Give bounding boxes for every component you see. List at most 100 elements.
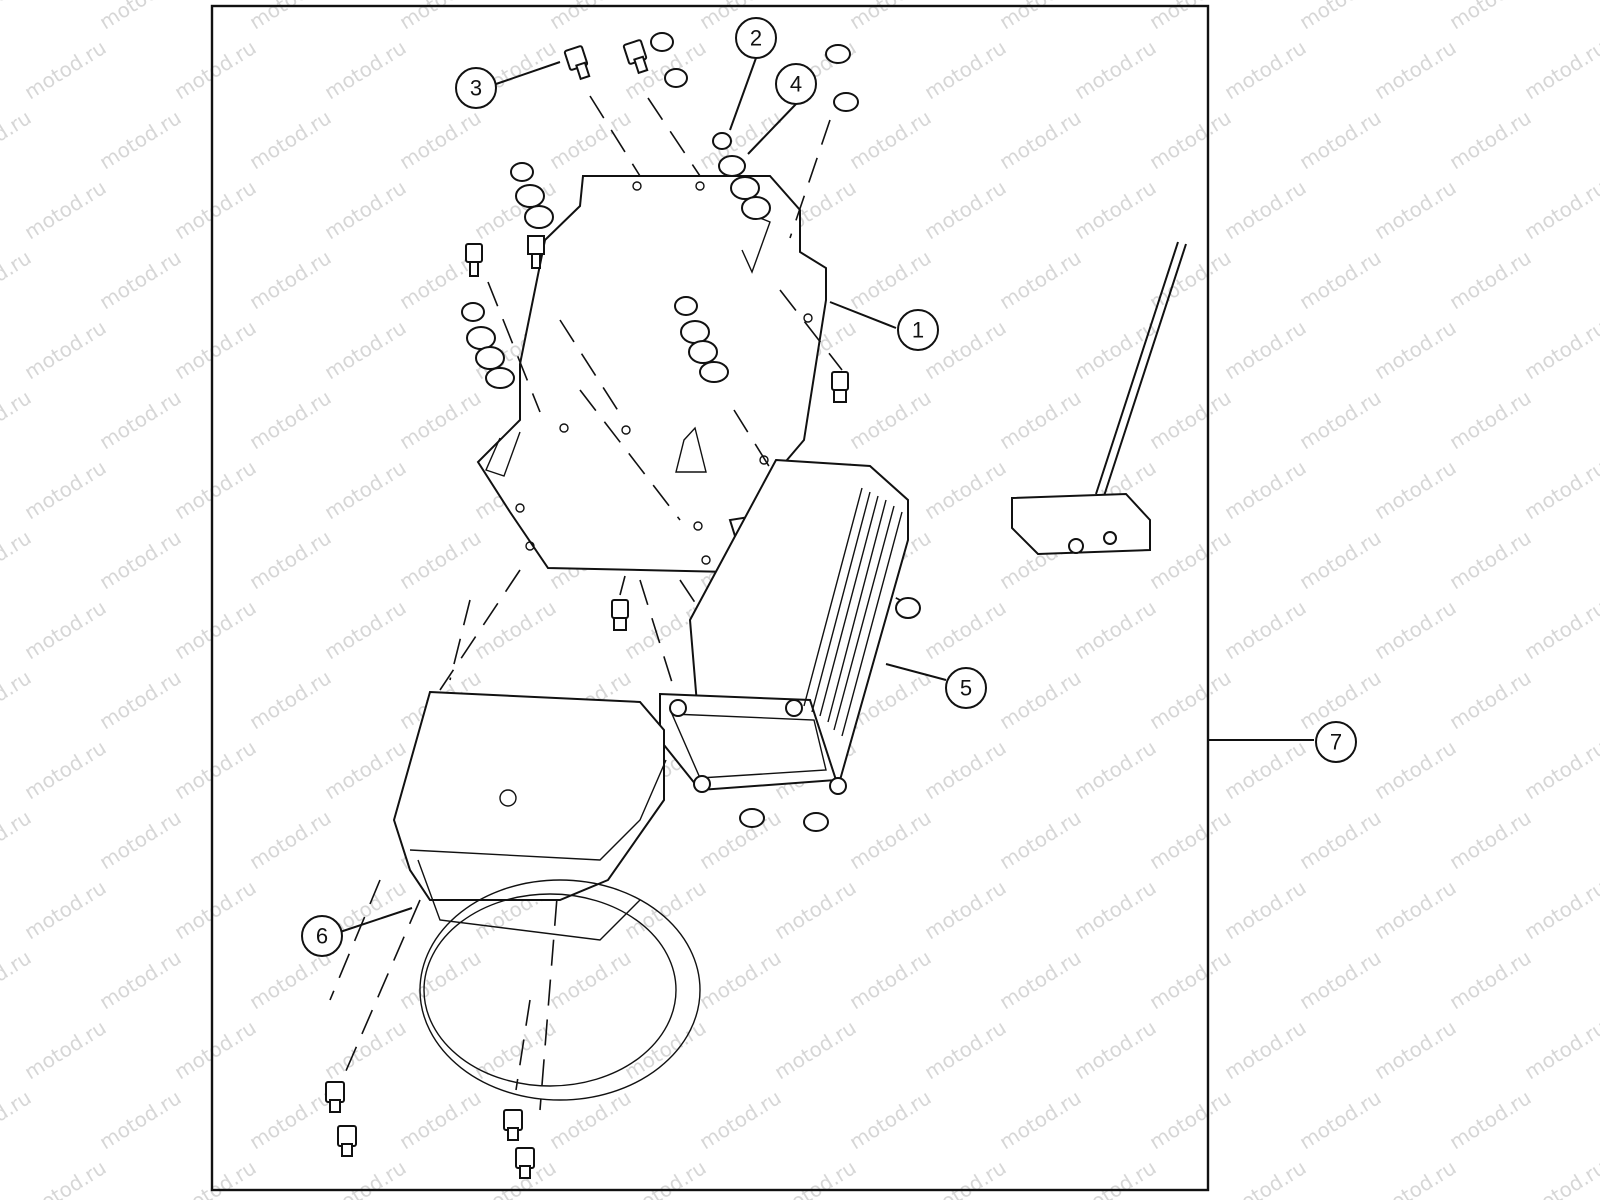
watermark-text: motod.ru xyxy=(1445,665,1536,734)
callout-3-label: 3 xyxy=(470,76,482,101)
watermark-text: motod.ru xyxy=(920,35,1011,104)
watermark-text: motod.ru xyxy=(995,105,1086,174)
watermark-text: motod.ru xyxy=(320,35,411,104)
watermark-text: motod.ru xyxy=(1520,1155,1600,1200)
sensor-probe xyxy=(1011,241,1187,556)
watermark-text: motod.ru xyxy=(0,1085,35,1154)
watermark-text: motod.ru xyxy=(0,385,35,454)
watermark-text: motod.ru xyxy=(320,175,411,244)
watermark-text: motod.ru xyxy=(845,385,936,454)
watermark-text: motod.ru xyxy=(170,315,261,384)
watermark-text: motod.ru xyxy=(995,245,1086,314)
watermark-text: motod.ru xyxy=(1070,1015,1161,1084)
watermark-text: motod.ru xyxy=(320,595,411,664)
watermark-text: motod.ru xyxy=(1145,1085,1236,1154)
watermark-text: motod.ru xyxy=(95,805,186,874)
watermark-text: motod.ru xyxy=(920,875,1011,944)
watermark-text: motod.ru xyxy=(1145,665,1236,734)
watermark-text: motod.ru xyxy=(0,945,35,1014)
watermark-text: motod.ru xyxy=(1220,455,1311,524)
watermark-text: motod.ru xyxy=(1295,105,1386,174)
watermark-text: motod.ru xyxy=(95,245,186,314)
watermark-text: motod.ru xyxy=(95,385,186,454)
watermark-text: motod.ru xyxy=(1070,1155,1161,1200)
callout-7: 7 xyxy=(1315,721,1357,763)
watermark-text: motod.ru xyxy=(1220,735,1311,804)
cover-shroud xyxy=(392,690,701,1101)
callout-2-label: 2 xyxy=(750,26,762,51)
callout-4: 4 xyxy=(775,63,817,105)
watermark-text: motod.ru xyxy=(620,1015,711,1084)
watermark-text: motod.ru xyxy=(245,1085,336,1154)
watermark-text: motod.ru xyxy=(1445,385,1536,454)
watermark-text: motod.ru xyxy=(95,665,186,734)
bottom-bolts xyxy=(325,1081,535,1179)
watermark-text: motod.ru xyxy=(1145,945,1236,1014)
watermark-text: motod.ru xyxy=(770,875,861,944)
fastener-stack-mid-right xyxy=(674,296,729,383)
watermark-text: motod.ru xyxy=(1070,35,1161,104)
watermark-text: motod.ru xyxy=(620,875,711,944)
watermark-text: motod.ru xyxy=(395,105,486,174)
watermark-text: motod.ru xyxy=(0,0,35,34)
watermark-text: motod.ru xyxy=(95,105,186,174)
watermark-text: motod.ru xyxy=(1445,525,1536,594)
watermark-text: motod.ru xyxy=(245,385,336,454)
watermark-text: motod.ru xyxy=(95,0,186,34)
watermark-text: motod.ru xyxy=(1520,875,1600,944)
assembly-frame xyxy=(210,4,1210,1192)
watermark-text: motod.ru xyxy=(1520,735,1600,804)
heatsink-fins xyxy=(803,487,903,737)
callout-6: 6 xyxy=(301,915,343,957)
watermark-text: motod.ru xyxy=(1520,595,1600,664)
watermark-text: motod.ru xyxy=(545,105,636,174)
watermark-text: motod.ru xyxy=(1145,805,1236,874)
watermark-text: motod.ru xyxy=(0,665,35,734)
callout-7-label: 7 xyxy=(1330,730,1342,755)
watermark-text: motod.ru xyxy=(1370,875,1461,944)
callout-4-label: 4 xyxy=(790,72,802,97)
watermark-text: motod.ru xyxy=(1445,945,1536,1014)
watermark-text: motod.ru xyxy=(770,1015,861,1084)
watermark-text: motod.ru xyxy=(995,665,1086,734)
watermark-text: motod.ru xyxy=(1145,525,1236,594)
watermark-text: motod.ru xyxy=(1295,1085,1386,1154)
fastener-stack-upper-left xyxy=(510,162,554,269)
watermark-text: motod.ru xyxy=(0,105,35,174)
watermark-text: motod.ru xyxy=(920,1015,1011,1084)
watermark-text: motod.ru xyxy=(1445,1085,1536,1154)
watermark-text: motod.ru xyxy=(995,805,1086,874)
watermark-text: motod.ru xyxy=(1220,595,1311,664)
callout-2: 2 xyxy=(735,17,777,59)
watermark-text: motod.ru xyxy=(1070,315,1161,384)
watermark-text: motod.ru xyxy=(170,455,261,524)
watermark-text: motod.ru xyxy=(20,1015,111,1084)
watermark-text: motod.ru xyxy=(1370,735,1461,804)
watermark-text: motod.ru xyxy=(1295,945,1386,1014)
watermark-text: motod.ru xyxy=(1520,1015,1600,1084)
watermark-text: motod.ru xyxy=(1370,175,1461,244)
watermark-text: motod.ru xyxy=(245,665,336,734)
watermark-text: motod.ru xyxy=(395,1085,486,1154)
watermark-text: motod.ru xyxy=(1520,455,1600,524)
watermark-text: motod.ru xyxy=(20,315,111,384)
watermark-text: motod.ru xyxy=(545,1085,636,1154)
watermark-text: motod.ru xyxy=(1070,175,1161,244)
watermark-text: motod.ru xyxy=(620,1155,711,1200)
watermark-text: motod.ru xyxy=(320,1155,411,1200)
watermark-text: motod.ru xyxy=(1070,875,1161,944)
watermark-text: motod.ru xyxy=(395,525,486,594)
watermark-text: motod.ru xyxy=(470,595,561,664)
watermark-text: motod.ru xyxy=(1070,735,1161,804)
watermark-text: motod.ru xyxy=(170,1015,261,1084)
watermark-text: motod.ru xyxy=(1445,0,1536,34)
watermark-text: motod.ru xyxy=(920,1155,1011,1200)
watermark-text: motod.ru xyxy=(245,245,336,314)
callout-5-label: 5 xyxy=(960,676,972,701)
watermark-text: motod.ru xyxy=(245,525,336,594)
watermark-text: motod.ru xyxy=(1445,805,1536,874)
watermark-text: motod.ru xyxy=(1220,1155,1311,1200)
watermark-text: motod.ru xyxy=(920,455,1011,524)
watermark-text: motod.ru xyxy=(245,105,336,174)
watermark-text: motod.ru xyxy=(320,315,411,384)
